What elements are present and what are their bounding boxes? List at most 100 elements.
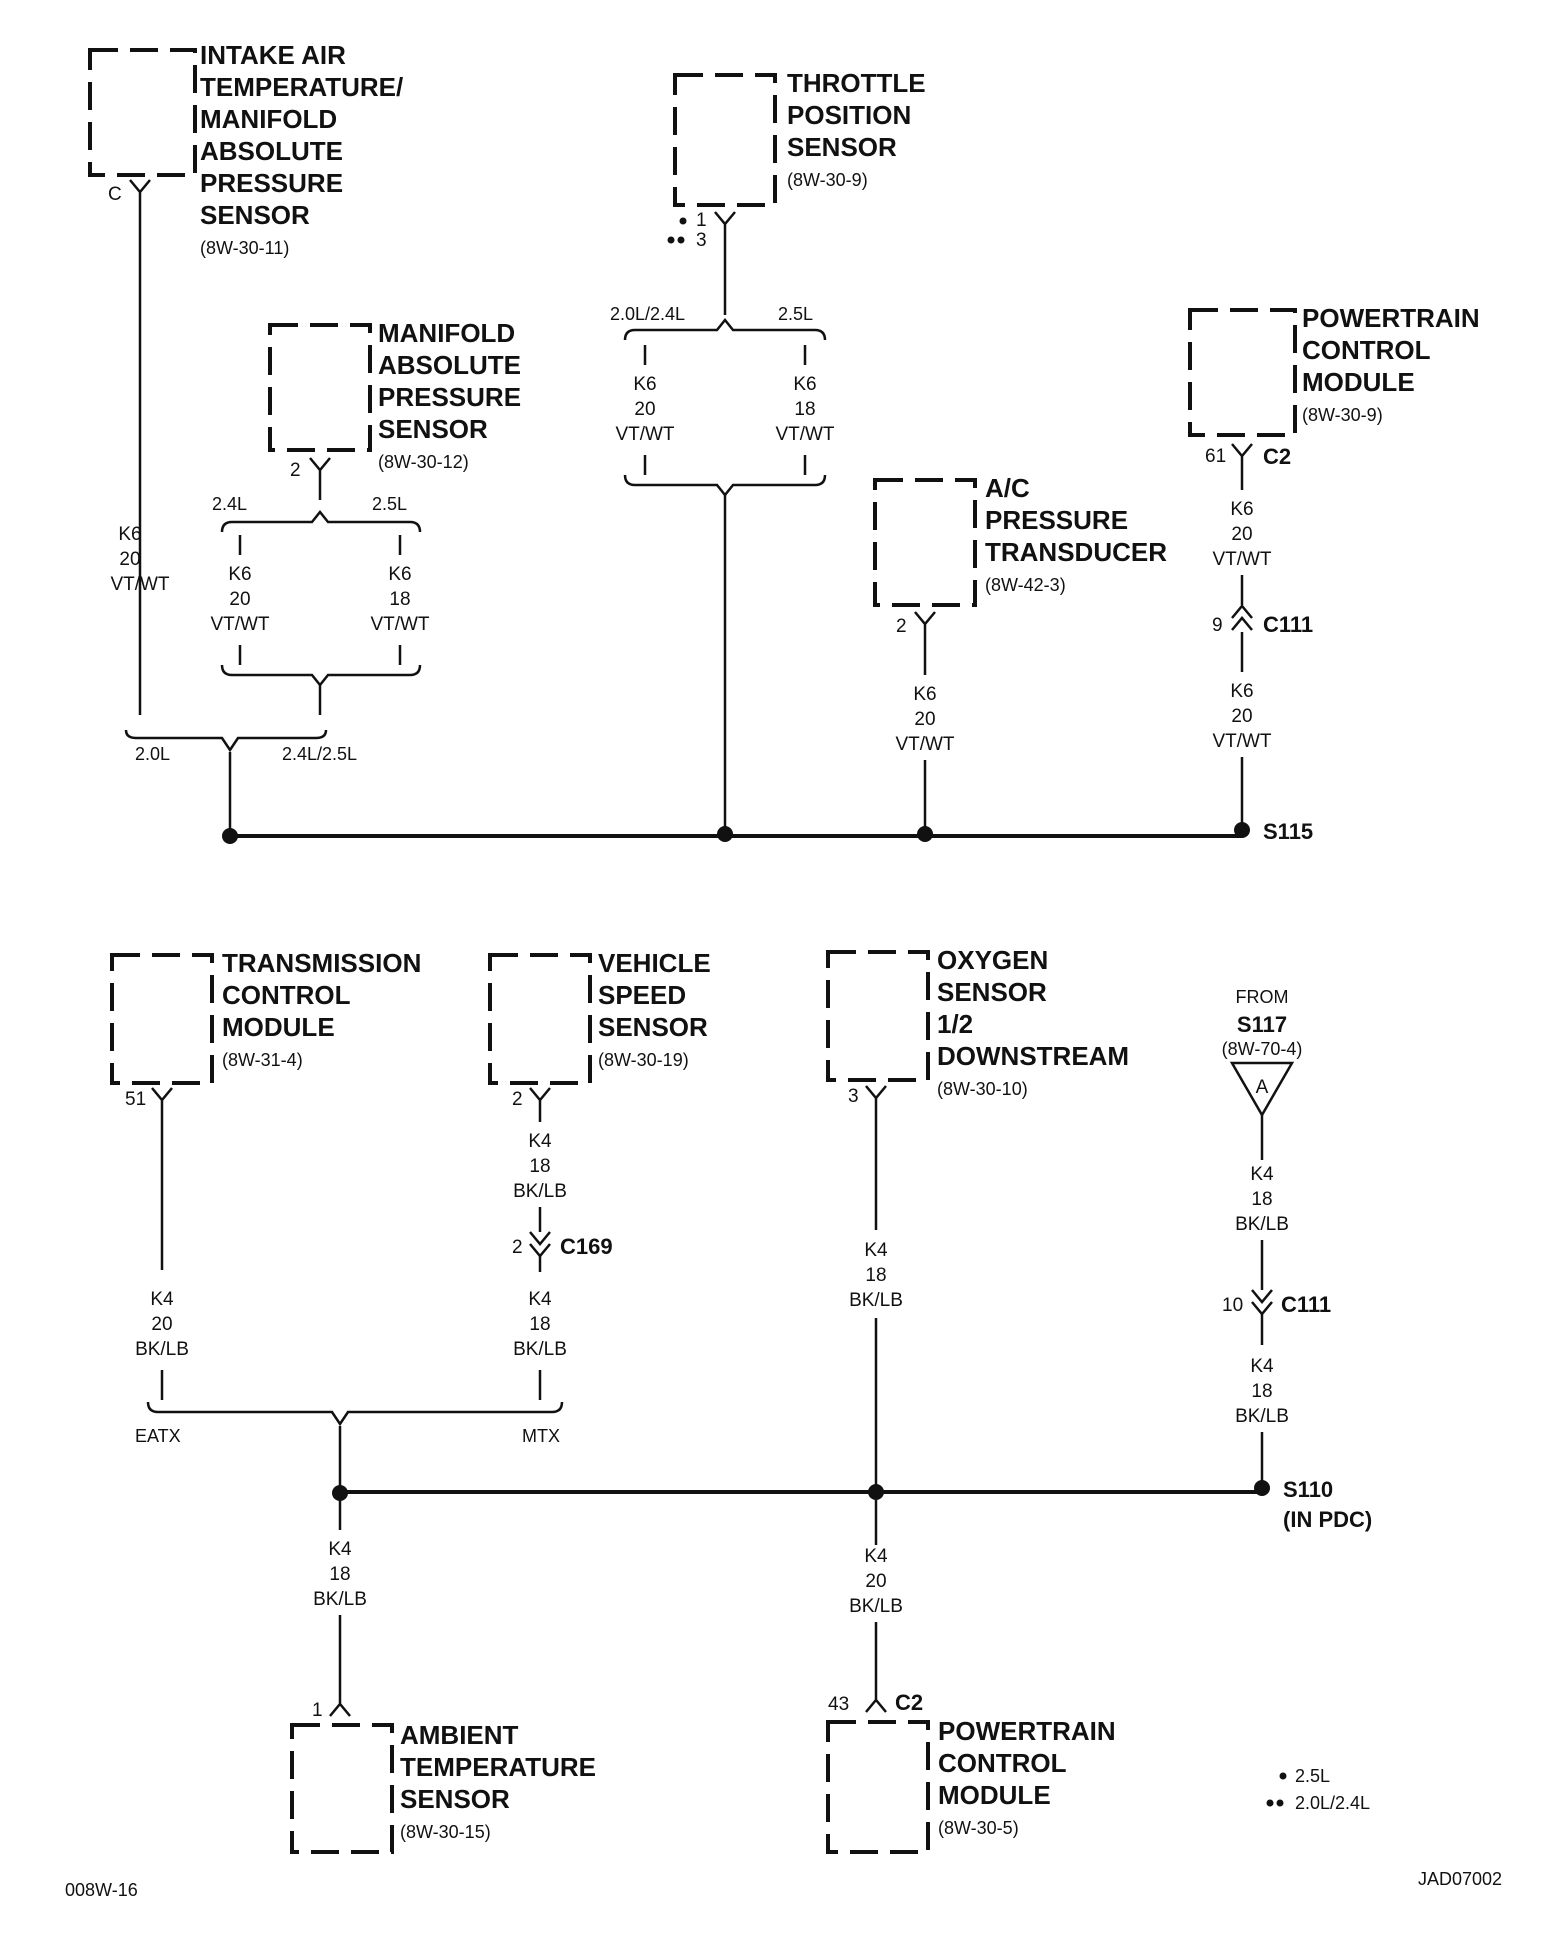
svg-text:K6: K6 (388, 564, 411, 585)
o2-sensor-label: OXYGEN SENSOR 1/2 DOWNSTREAM (8W-30-10) (937, 945, 1129, 1099)
tcm-terminal (151, 1087, 173, 1270)
svg-text:VT/WT: VT/WT (110, 574, 169, 595)
svg-text:(8W-30-15): (8W-30-15) (400, 1822, 491, 1842)
vss-pin-label: 2 (512, 1089, 523, 1110)
svg-text:VT/WT: VT/WT (895, 734, 954, 755)
svg-text:BK/LB: BK/LB (135, 1339, 189, 1360)
map-variant-left: 2.4L (212, 494, 247, 514)
s117-source-label: FROM S117 (8W-70-4) (1222, 987, 1303, 1059)
k4-bus-splice-2 (868, 1484, 884, 1500)
svg-text:VT/WT: VT/WT (615, 424, 674, 445)
svg-text:BK/LB: BK/LB (513, 1339, 567, 1360)
svg-text:SENSOR: SENSOR (598, 1012, 708, 1042)
svg-text:(IN PDC): (IN PDC) (1283, 1507, 1372, 1532)
svg-text:CONTROL: CONTROL (938, 1748, 1067, 1778)
svg-text:1/2: 1/2 (937, 1009, 973, 1039)
k4-bus-splice-1 (332, 1485, 348, 1501)
svg-text:BK/LB: BK/LB (1235, 1406, 1289, 1427)
svg-text:ABSOLUTE: ABSOLUTE (378, 350, 521, 380)
tcm-pin-label: 51 (125, 1089, 146, 1110)
svg-text:VEHICLE: VEHICLE (598, 948, 711, 978)
c111-bottom-connector-symbol (1251, 1289, 1273, 1316)
tps-variant-right: 2.5L (778, 304, 813, 324)
tps-pin3-dot-b (677, 236, 685, 244)
pcm-bottom-pin-label: 43 (828, 1694, 849, 1715)
svg-text:(8W-30-12): (8W-30-12) (378, 452, 469, 472)
eatx-label: EATX (135, 1426, 181, 1446)
svg-text:AMBIENT: AMBIENT (400, 1720, 519, 1750)
svg-text:BK/LB: BK/LB (513, 1181, 567, 1202)
svg-text:20: 20 (1231, 524, 1252, 545)
tps-terminal (714, 211, 736, 315)
ac-terminal (914, 611, 936, 675)
svg-text:18: 18 (1251, 1381, 1272, 1402)
svg-text:BK/LB: BK/LB (849, 1596, 903, 1617)
legend-double-label: 2.0L/2.4L (1295, 1793, 1370, 1813)
pcm-bottom-terminal (865, 1622, 887, 1713)
ambient-wire-label: K4 18 BK/LB (313, 1539, 367, 1610)
c111-top-label: C111 (1263, 612, 1313, 637)
svg-text:20: 20 (914, 709, 935, 730)
vss-terminal (529, 1087, 551, 1122)
svg-text:ABSOLUTE: ABSOLUTE (200, 136, 343, 166)
tps-pin-a: 1 (696, 210, 707, 231)
ambient-pin-label: 1 (312, 1700, 323, 1721)
svg-text:K6: K6 (793, 374, 816, 395)
mtx-label: MTX (522, 1426, 560, 1446)
svg-text:DOWNSTREAM: DOWNSTREAM (937, 1041, 1129, 1071)
svg-text:VT/WT: VT/WT (370, 614, 429, 635)
svg-text:VT/WT: VT/WT (775, 424, 834, 445)
svg-text:OXYGEN: OXYGEN (937, 945, 1048, 975)
svg-text:18: 18 (529, 1156, 550, 1177)
footer-right-code: JAD07002 (1418, 1869, 1502, 1889)
svg-text:K4: K4 (328, 1539, 352, 1560)
svg-text:MODULE: MODULE (938, 1780, 1051, 1810)
pcm-top-connector-label: C2 (1263, 444, 1291, 469)
tps-lower-brace (623, 474, 827, 498)
tcm-wire-label: K4 20 BK/LB (135, 1289, 189, 1360)
svg-text:18: 18 (1251, 1189, 1272, 1210)
svg-text:K4: K4 (864, 1546, 888, 1567)
vss-wire-upper-label: K4 18 BK/LB (513, 1131, 567, 1202)
svg-text:(8W-30-11): (8W-30-11) (200, 238, 289, 258)
iat-map-sensor-box (88, 48, 197, 177)
svg-text:20: 20 (1231, 706, 1252, 727)
ac-pin-label: 2 (896, 616, 907, 637)
svg-text:18: 18 (794, 399, 815, 420)
svg-text:POSITION: POSITION (787, 100, 911, 130)
tps-pin1-dot (679, 217, 687, 225)
tps-upper-brace (623, 317, 827, 341)
svg-text:TRANSMISSION: TRANSMISSION (222, 948, 421, 978)
svg-text:(8W-31-4): (8W-31-4) (222, 1050, 303, 1070)
pcm-bottom-box (826, 1720, 930, 1854)
legend-double-dot-a (1266, 1799, 1274, 1807)
map-wire-stubs (238, 535, 402, 555)
map-upper-brace (220, 509, 422, 533)
svg-text:S110: S110 (1283, 1477, 1333, 1502)
pcm-top-pin-label: 61 (1205, 446, 1226, 467)
s117-marker-letter: A (1256, 1077, 1269, 1098)
svg-text:PRESSURE: PRESSURE (985, 505, 1128, 535)
c169-pin: 2 (512, 1237, 523, 1258)
svg-text:20: 20 (151, 1314, 172, 1335)
k6-bus-splice-3 (917, 826, 933, 842)
svg-text:(8W-70-4): (8W-70-4) (1222, 1039, 1303, 1059)
svg-text:POWERTRAIN: POWERTRAIN (938, 1716, 1116, 1746)
svg-text:BK/LB: BK/LB (313, 1589, 367, 1610)
svg-text:SENSOR: SENSOR (937, 977, 1047, 1007)
vss-label: VEHICLE SPEED SENSOR (8W-30-19) (598, 948, 711, 1070)
footer-left-code: 008W-16 (65, 1880, 138, 1900)
pcm-bottom-label: POWERTRAIN CONTROL MODULE (8W-30-5) (938, 1716, 1116, 1838)
bus-variant-right: 2.4L/2.5L (282, 744, 357, 764)
svg-text:BK/LB: BK/LB (849, 1290, 903, 1311)
tps-label: THROTTLE POSITION SENSOR (8W-30-9) (787, 68, 926, 190)
s110-label: S110 (IN PDC) (1283, 1477, 1372, 1532)
tps-wire-25-label: K6 18 VT/WT (775, 374, 834, 445)
map-wire-24-label: K6 20 VT/WT (210, 564, 269, 635)
s115-splice (1234, 822, 1250, 838)
s110-splice (1254, 1480, 1270, 1496)
svg-text:FROM: FROM (1236, 987, 1289, 1007)
svg-text:S117: S117 (1237, 1012, 1287, 1037)
svg-text:CONTROL: CONTROL (222, 980, 351, 1010)
